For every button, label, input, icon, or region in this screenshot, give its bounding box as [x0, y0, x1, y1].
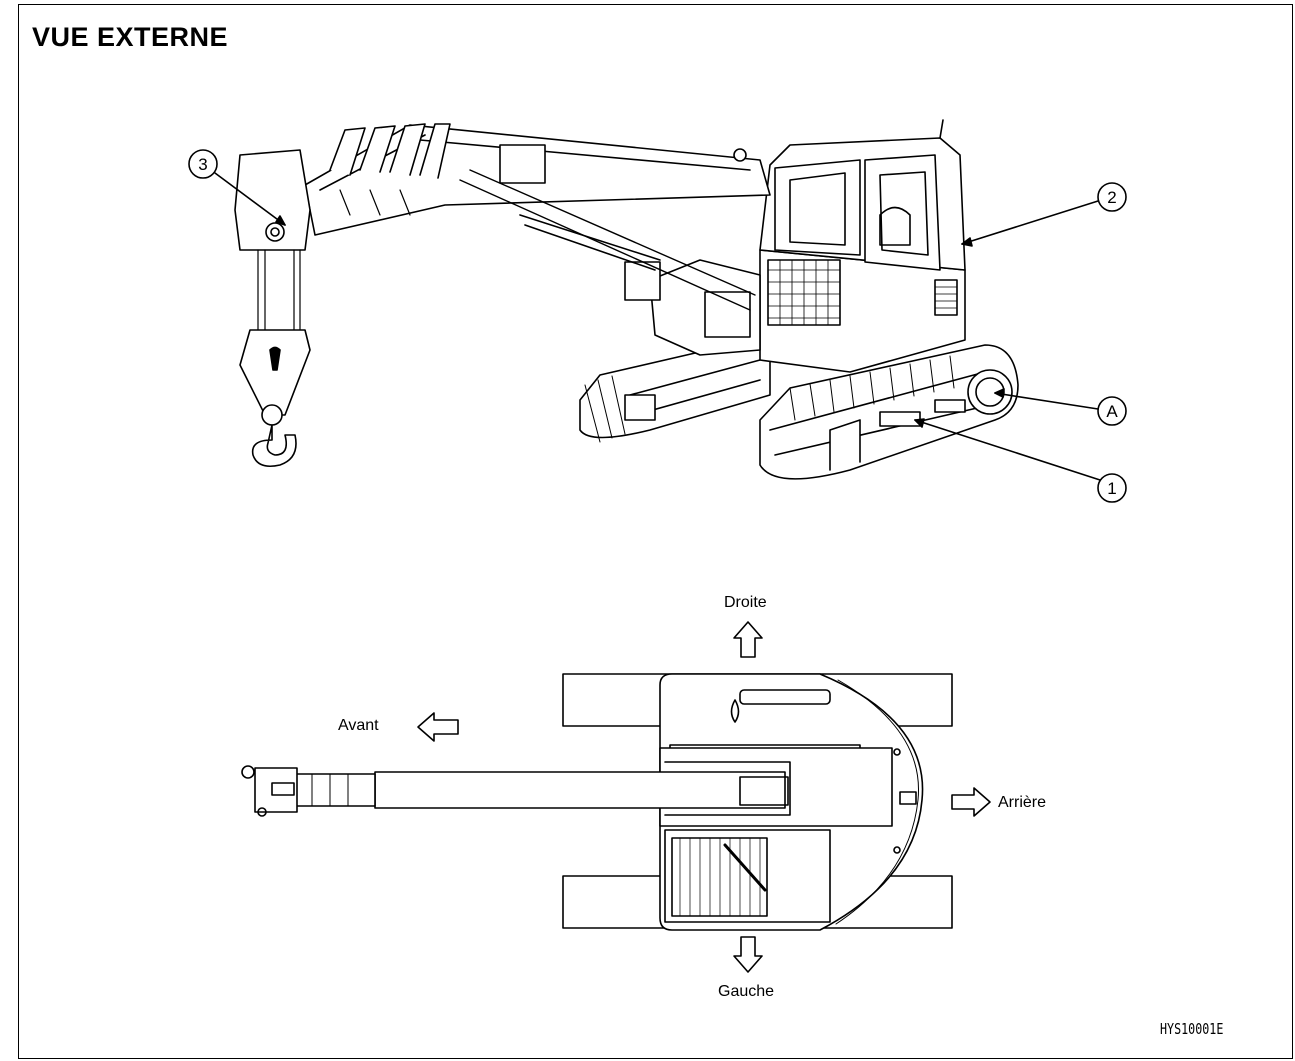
diagram-frame	[18, 4, 1293, 1059]
direction-label-gauche: Gauche	[718, 983, 775, 1000]
top-view	[241, 621, 991, 973]
boom-head-and-hook	[234, 149, 311, 468]
arrow-avant-icon	[417, 712, 459, 742]
telescopic-boom	[304, 123, 771, 311]
callout-A-label: A	[1106, 402, 1118, 421]
direction-label-arriere: Arrière	[998, 794, 1047, 811]
callout-A	[994, 388, 1127, 426]
boom-base	[624, 259, 761, 356]
direction-label-droite: Droite	[724, 594, 767, 611]
arrow-droite-icon	[733, 621, 763, 658]
crawler-track-left	[579, 337, 771, 443]
drawing-code: HYS10001E	[1160, 1020, 1224, 1038]
callout-1	[914, 418, 1127, 503]
page-title: VUE EXTERNE	[32, 22, 229, 52]
crawler-track-right	[759, 344, 1019, 480]
callout-3-label: 3	[198, 155, 207, 174]
upper-structure	[759, 119, 966, 373]
arrow-arriere-icon	[951, 787, 991, 817]
callout-2	[961, 182, 1127, 247]
direction-label-avant: Avant	[338, 717, 379, 734]
callout-2-label: 2	[1107, 188, 1116, 207]
callout-3	[188, 149, 286, 226]
callout-1-label: 1	[1107, 479, 1116, 498]
arrow-gauche-icon	[733, 936, 763, 973]
top-boom	[374, 771, 786, 809]
perspective-view	[188, 119, 1127, 503]
